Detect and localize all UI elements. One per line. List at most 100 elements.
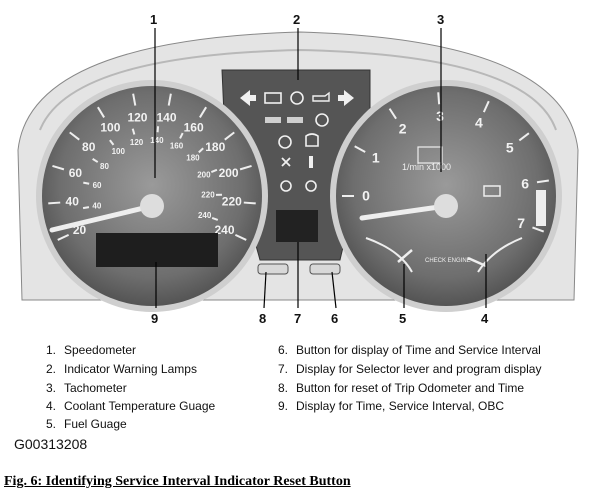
callout-3: 3 [437, 12, 445, 27]
oil-pressure-icon [312, 91, 330, 102]
tachometer-label: 2 [399, 120, 407, 136]
callout-4: 4 [481, 311, 489, 326]
check-engine-lamp [417, 146, 443, 164]
speedometer-tick [199, 106, 207, 118]
speedometer-inner-tick [92, 158, 99, 163]
speedometer-label: 240 [214, 223, 234, 237]
leader-lines [154, 28, 487, 309]
cluster-hood [39, 48, 557, 131]
fuel-check-label: CHECK ENGINE [425, 258, 471, 264]
selector-lever-display [276, 210, 318, 242]
speedometer-inner-tick [109, 139, 115, 146]
tachometer-label: 5 [506, 139, 514, 155]
speedometer-inner-label: 40 [92, 201, 101, 210]
figure-caption: Fig. 6: Identifying Service Interval Ind… [4, 474, 351, 489]
speedometer-label: 140 [157, 110, 177, 124]
speedometer-label: 100 [100, 121, 120, 135]
battery-icon [264, 92, 282, 104]
speedometer-inner-label: 220 [201, 191, 215, 200]
legend-item: 8.Button for reset of Trip Odometer and … [278, 381, 525, 395]
speedometer-label: 220 [222, 195, 242, 209]
right-turn-icon [344, 90, 354, 106]
speedometer-inner-label: 100 [112, 147, 126, 156]
tachometer-label: 6 [521, 176, 529, 192]
dsc-icon [287, 117, 303, 123]
speedometer-label: 40 [66, 195, 80, 209]
coolant-gauge-arc [477, 237, 523, 273]
callout-5: 5 [399, 311, 407, 326]
speedometer-inner-label: 200 [197, 171, 211, 180]
legend-item: 1.Speedometer [46, 343, 137, 357]
temp-bar-scale [536, 190, 546, 226]
tachometer-label: 3 [436, 108, 444, 124]
fog-lamp-icon [278, 135, 292, 149]
tachometer-tick [518, 132, 530, 142]
legend-item: 4.Coolant Temperature Guage [46, 399, 216, 413]
speedometer-tick [57, 233, 70, 241]
legend-item: 3.Tachometer [46, 381, 127, 395]
fuel-lamp-icon [483, 185, 501, 197]
callout-7: 7 [294, 311, 302, 326]
brightness-icon [280, 180, 292, 192]
tachometer-tick [437, 92, 441, 105]
brake-warning-icon [315, 113, 329, 127]
legend-item: 2.Indicator Warning Lamps [46, 362, 197, 376]
speedometer-ticks [48, 93, 256, 241]
speedometer-inner-label: 120 [130, 138, 144, 147]
speedometer-tick [239, 164, 252, 171]
speedometer-inner-tick [179, 132, 184, 139]
coolant-warning-icon [309, 156, 313, 168]
callout-9: 9 [151, 311, 159, 326]
speedometer-inner-tick [210, 168, 218, 173]
tachometer-tick [482, 100, 490, 113]
tachometer-label: 0 [362, 188, 370, 204]
tachometer-label: 7 [517, 215, 525, 231]
speedometer-label: 160 [184, 121, 204, 135]
tachometer-label: 1 [372, 149, 380, 165]
legend-item: 7.Display for Selector lever and program… [278, 362, 542, 376]
speedometer-inner-label: 240 [198, 211, 212, 220]
tachometer-ticks [342, 92, 549, 233]
speedometer-tick [48, 201, 61, 205]
abs-icon [265, 117, 281, 123]
speedometer-label: 80 [82, 140, 96, 154]
speedometer-inner-label: 160 [170, 141, 184, 150]
speedometer-tick [234, 233, 247, 241]
trip-reset-button [257, 263, 289, 275]
speedometer-inner-tick [211, 216, 219, 221]
callout-1: 1 [150, 12, 158, 27]
coolant-gauge-needle [467, 256, 487, 268]
legend-item: 9.Display for Time, Service Interval, OB… [278, 399, 505, 413]
tachometer-label: 4 [475, 115, 483, 131]
legend-item: 6.Button for display of Time and Service… [278, 343, 541, 357]
tachometer-tick [354, 145, 366, 153]
tachometer-tick [388, 108, 397, 120]
time-service-display [96, 233, 218, 267]
callout-8: 8 [259, 311, 267, 326]
time-service-button [309, 263, 341, 275]
speedometer-needle [49, 203, 155, 233]
left-turn-icon [240, 90, 250, 106]
legend-item: 5.Fuel Guage [46, 417, 127, 431]
speedometer-inner-label: 140 [150, 136, 164, 145]
speedometer-inner-tick [198, 147, 204, 154]
speedometer-inner-tick [82, 206, 90, 210]
speedometer-tick [243, 201, 256, 205]
speedometer-label: 180 [205, 140, 225, 154]
speedometer-tick [97, 106, 105, 118]
image-code: G00313208 [14, 436, 88, 452]
speedometer-label: 60 [69, 166, 83, 180]
tachometer-needle [359, 203, 449, 221]
callout-6: 6 [331, 311, 339, 326]
speedometer-inner-label: 80 [100, 162, 109, 171]
tire-pressure-icon [305, 133, 319, 147]
speedometer-tick [52, 164, 65, 171]
speedometer-label: 120 [127, 110, 147, 124]
speedometer-tick [167, 93, 172, 106]
speedometer-label: 200 [219, 166, 239, 180]
callout-2: 2 [293, 12, 301, 27]
